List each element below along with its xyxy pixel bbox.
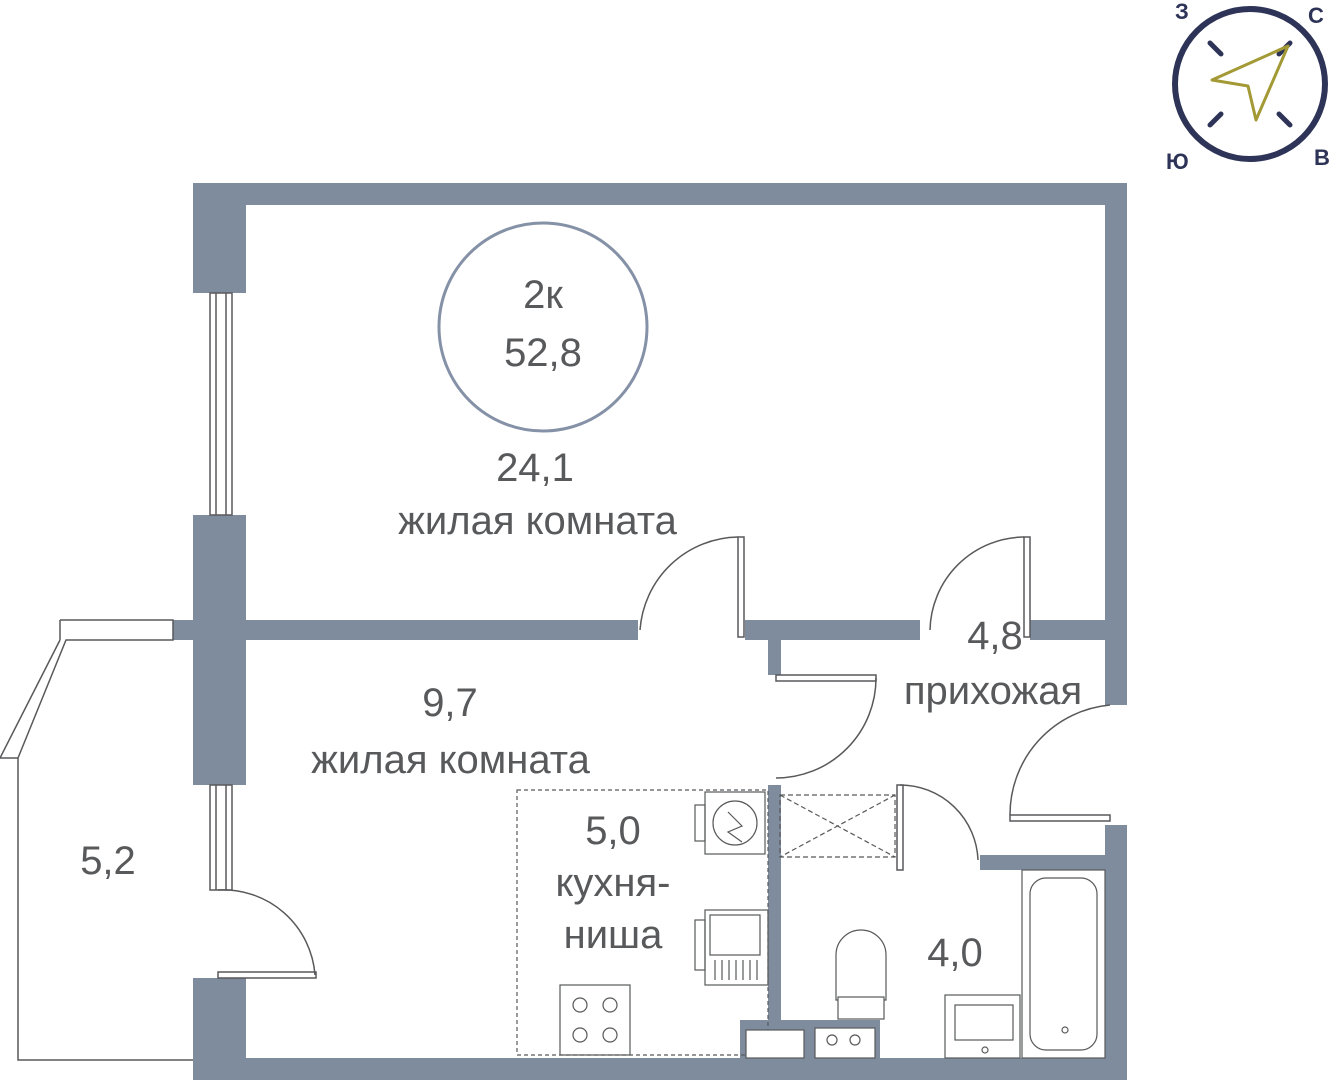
room-name-kitchen-line1: кухня- bbox=[555, 861, 671, 905]
compass-west-label: З bbox=[1175, 0, 1189, 24]
utility-cabinet bbox=[779, 794, 896, 858]
room-name-living-large: жилая комната bbox=[398, 499, 677, 543]
wall-right-upper bbox=[1105, 183, 1127, 705]
room-area-living-small: 9,7 bbox=[422, 681, 478, 725]
apartment-badge-ring bbox=[437, 221, 649, 433]
room-area-balcony: 5,2 bbox=[80, 839, 136, 883]
wall-mid-stub bbox=[768, 640, 781, 675]
compass-south-label: Ю bbox=[1166, 149, 1189, 174]
door-living-large bbox=[737, 536, 745, 638]
window-lower bbox=[209, 784, 233, 891]
kitchen-niche-outline bbox=[516, 789, 769, 1056]
room-name-kitchen-line2: ниша bbox=[563, 913, 663, 957]
wall-top bbox=[193, 183, 1127, 205]
door-living-small bbox=[775, 674, 877, 682]
wall-mid-left bbox=[173, 620, 638, 640]
kitchen-fixtures bbox=[516, 789, 896, 1056]
room-area-living-large: 24,1 bbox=[496, 446, 574, 490]
stove bbox=[559, 984, 631, 1056]
doors bbox=[217, 536, 1111, 979]
wall-bottom bbox=[193, 1058, 1127, 1080]
wall-bath-vertical bbox=[768, 785, 781, 1080]
apartment-rooms: 2к bbox=[523, 273, 563, 317]
wall-bath-top bbox=[980, 855, 1107, 870]
balcony-outline bbox=[0, 619, 193, 1061]
compass-ticks bbox=[1207, 40, 1293, 128]
room-area-bathroom: 4,0 bbox=[927, 931, 983, 975]
compass-north-label: С bbox=[1308, 3, 1324, 28]
sink-cabinet-1 bbox=[745, 1029, 805, 1059]
wall-mid-center bbox=[745, 620, 920, 640]
bathroom-fixtures bbox=[745, 869, 1106, 1059]
walls bbox=[173, 183, 1127, 1080]
wall-mid-right bbox=[1030, 620, 1127, 640]
window-upper bbox=[209, 292, 233, 516]
room-area-kitchen: 5,0 bbox=[585, 809, 641, 853]
door-hallway-top bbox=[1023, 536, 1031, 638]
room-area-hallway: 4,8 bbox=[967, 614, 1023, 658]
compass-east-label: В bbox=[1314, 145, 1330, 170]
apartment-total-area: 52,8 bbox=[504, 331, 582, 375]
wall-right-lower bbox=[1105, 825, 1127, 1080]
door-balcony bbox=[217, 971, 317, 979]
windows bbox=[209, 292, 233, 891]
sink-cabinet-2 bbox=[814, 1027, 876, 1059]
room-name-living-small: жилая комната bbox=[311, 738, 590, 782]
toilet bbox=[835, 929, 887, 1001]
door-entrance bbox=[1009, 814, 1111, 822]
compass bbox=[1172, 6, 1328, 162]
room-name-hallway: прихожая bbox=[903, 669, 1083, 713]
compass-arrow-icon bbox=[1210, 44, 1290, 122]
wall-left-upper bbox=[193, 183, 246, 293]
compass-ring bbox=[1172, 6, 1328, 162]
door-bathroom bbox=[896, 784, 904, 871]
wall-left-pier bbox=[193, 515, 246, 785]
